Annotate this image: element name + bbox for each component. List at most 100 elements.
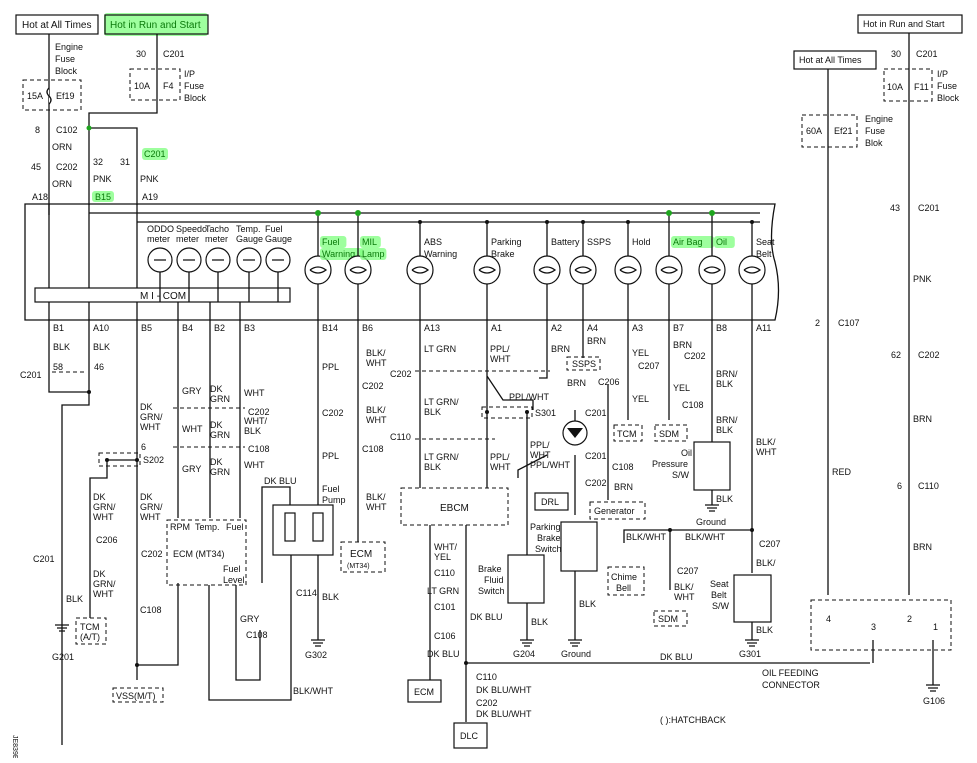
lamp-label: Brake [491, 249, 515, 259]
component-label: CONNECTOR [762, 680, 820, 690]
pin-label: 8 [35, 125, 40, 135]
pin-label: 30 [891, 49, 901, 59]
gauge-needle-icon [272, 259, 284, 288]
lamp-label: Lamp [362, 249, 385, 259]
wire-ppl [290, 320, 319, 640]
wire-color-label: WHT/ [244, 416, 267, 426]
pin-label: 30 [136, 49, 146, 59]
label-block: Block [184, 93, 207, 103]
component-label: Belt [711, 590, 727, 600]
component-label: Oil [681, 448, 692, 458]
wire-color-label: WHT [366, 358, 387, 368]
pin-label: 32 [93, 157, 103, 167]
fuse-id-ef21: Ef21 [834, 126, 853, 136]
sender-icon [284, 512, 296, 542]
component-label: DRL [541, 497, 559, 507]
wire-color-label: GRN/ [140, 412, 163, 422]
pin-label: 6 [141, 442, 146, 452]
lamp-label: Hold [632, 237, 651, 247]
component-label: Pump [322, 495, 346, 505]
ground-icon [705, 504, 719, 512]
component-ebcm [400, 487, 509, 526]
instrument-cluster-box [24, 203, 780, 321]
component-label: Fuel [322, 484, 340, 494]
ground-icon [55, 624, 69, 632]
gauge-label: Gauge [236, 234, 263, 244]
wire-color-label: GRN [210, 394, 230, 404]
pin-label: 6 [897, 481, 902, 491]
fuse-block-f4 [129, 68, 181, 101]
gauge-label: ODDO [147, 224, 174, 234]
wire-color-label: DK [93, 492, 106, 502]
wire-color-label: WHT [674, 592, 695, 602]
wire-color-label: GRN/ [93, 502, 116, 512]
wire-color-label: WHT [140, 512, 161, 522]
lamp-pin-label: A13 [424, 323, 440, 333]
wire-color-label: BRN [673, 340, 692, 350]
gauge-needle-icon [183, 259, 195, 288]
micom-block [34, 287, 291, 303]
wire-color-label: YEL [434, 552, 451, 562]
filament-icon [619, 266, 638, 274]
component-label: Level [223, 575, 245, 585]
connector-label: C114 [296, 588, 317, 598]
wire-color-label: BLK/WHT [293, 686, 334, 696]
wire-ebcm-out [429, 525, 870, 680]
cluster-pin-label: B1 [53, 323, 64, 333]
pin-label: 3 [871, 622, 876, 632]
cluster-inner-wires [48, 204, 138, 288]
connector-label: C201 [20, 370, 42, 380]
lamp-bulb-icon [698, 255, 726, 285]
connector-label: C202 [362, 381, 384, 391]
filament-icon [660, 266, 679, 274]
wire-color-label: PNK [140, 174, 159, 184]
gauge-label: Fuel [265, 224, 283, 234]
wire-color-label: PNK [93, 174, 112, 184]
component-label: Brake [537, 533, 561, 543]
connector-label: C202 [585, 478, 607, 488]
wire-color-label: BLK [716, 425, 733, 435]
wire-color-label: BLK [244, 426, 261, 436]
connector-label: C108 [612, 462, 634, 472]
splice-dot [418, 220, 422, 224]
lamp-pin-label: A11 [756, 323, 771, 333]
connector-label: C102 [56, 125, 78, 135]
wire-color-label: GRN [210, 430, 230, 440]
gauge-label: Gauge [265, 234, 292, 244]
component-label: OIL FEEDING [762, 668, 819, 678]
wire-color-label: BLK [531, 617, 548, 627]
ground-icon [926, 684, 940, 692]
splice-dot [545, 220, 549, 224]
gauge-needle-icon [154, 259, 166, 288]
wire-color-label: PNK [913, 274, 932, 284]
lamp-label: Seat [756, 237, 775, 247]
label-fuse: Fuse [55, 54, 75, 64]
component-chime-bell [607, 566, 645, 596]
component-parking-brake-switch [560, 521, 598, 572]
wire-color-label: DK [210, 420, 223, 430]
wire-color-label: PPL [322, 362, 339, 372]
wire-color-label: ORN [52, 142, 72, 152]
wire-color-label: BLK/ [756, 558, 776, 568]
label-hot-run-start: Hot in Run and Start [110, 20, 201, 31]
wire-parking-brake [517, 320, 576, 555]
connector-label: C201 [916, 49, 938, 59]
lamp-pin-label: A4 [587, 323, 598, 333]
wire-color-label: WHT [93, 512, 114, 522]
wire-color-label: YEL [632, 348, 649, 358]
wire-vss-ecm [137, 583, 179, 666]
wire-color-label: PPL/ [490, 344, 510, 354]
wire-color-label: WHT [366, 502, 387, 512]
lamp-group: FuelWarningB14MILLampB6ABSWarningA13Park… [304, 210, 775, 333]
label-fuse: Fuse [184, 81, 204, 91]
component-label: TCM [617, 429, 637, 439]
lamp-bulb-icon [304, 255, 332, 285]
component-ecm [407, 679, 442, 703]
wire-color-label: BLK [93, 342, 110, 352]
component-ssps [566, 356, 601, 371]
pin-label: 62 [891, 350, 901, 360]
fuse-amps-f11: 10A [887, 82, 903, 92]
